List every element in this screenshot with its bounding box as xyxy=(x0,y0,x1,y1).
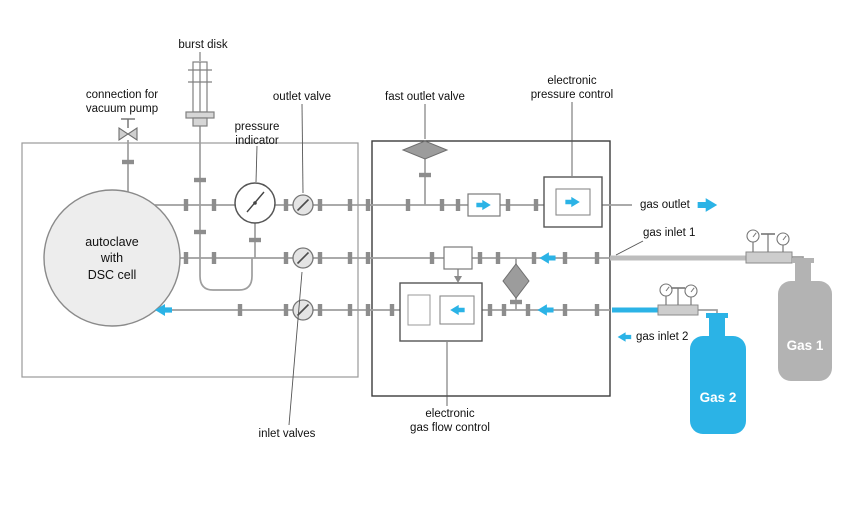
inlet-valve-2-symbol xyxy=(292,299,314,321)
label-pointer-lines xyxy=(199,52,644,426)
vacuum-pump-label: connection for vacuum pump xyxy=(85,89,159,116)
autoclave-vessel xyxy=(43,189,181,327)
gas2-gauge-1 xyxy=(659,283,673,297)
gas-inlet-2-label: gas inlet 2 xyxy=(636,331,689,343)
hand-valves xyxy=(292,194,314,321)
flow-arrow-gas-inlet2 xyxy=(617,332,632,342)
autoclave-enclosure-box xyxy=(21,142,359,378)
outlet-valve-symbol xyxy=(292,194,314,216)
burst-disk-assembly xyxy=(185,61,215,127)
filter-symbol xyxy=(502,263,530,299)
gas1-bottle xyxy=(778,258,832,381)
electronic-gas-flow-control-label: electronic gas flow control xyxy=(410,408,490,435)
flow-arrow-inlet2-line xyxy=(537,304,554,316)
inlet-valve-1-symbol xyxy=(292,247,314,269)
enclosure-boxes xyxy=(21,140,611,397)
gas-inlet-1-label: gas inlet 1 xyxy=(643,227,696,239)
control-enclosure-box xyxy=(371,140,611,397)
pressure-indicator-label: pressure indicator xyxy=(234,121,280,148)
autoclave-label: autoclave with DSC cell xyxy=(85,235,139,282)
gas2-bottle-label: Gas 2 xyxy=(699,390,737,405)
burst-disk-label: burst disk xyxy=(178,39,228,51)
gas1-gauge-2 xyxy=(776,232,790,246)
gas1-gauge-1 xyxy=(746,229,760,243)
supply-pipes xyxy=(610,255,804,318)
fast-outlet-valve-label: fast outlet valve xyxy=(385,91,465,103)
gas2-regulator xyxy=(657,283,699,316)
electronic-pressure-control-label: electronic pressure control xyxy=(530,75,614,102)
pipe-couplings xyxy=(122,159,600,316)
gas1-regulator xyxy=(745,229,793,264)
flow-arrow-inlet1-line xyxy=(539,252,556,264)
gas-outlet-label: gas outlet xyxy=(640,199,690,211)
gas1-bottle-label: Gas 1 xyxy=(786,338,824,353)
gas2-bottle xyxy=(690,313,746,434)
outlet-valve-label: outlet valve xyxy=(272,91,332,103)
inlet-valves-label: inlet valves xyxy=(258,428,316,440)
fast-outlet-valve-symbol xyxy=(401,140,449,160)
gas2-gauge-2 xyxy=(684,284,698,298)
pilot-valve xyxy=(443,246,473,283)
pressure-indicator-gauge xyxy=(234,182,276,224)
vacuum-pump-valve xyxy=(118,118,138,142)
gas-flow-control-unit xyxy=(399,282,483,342)
pipe-siphon-loop xyxy=(199,258,253,291)
